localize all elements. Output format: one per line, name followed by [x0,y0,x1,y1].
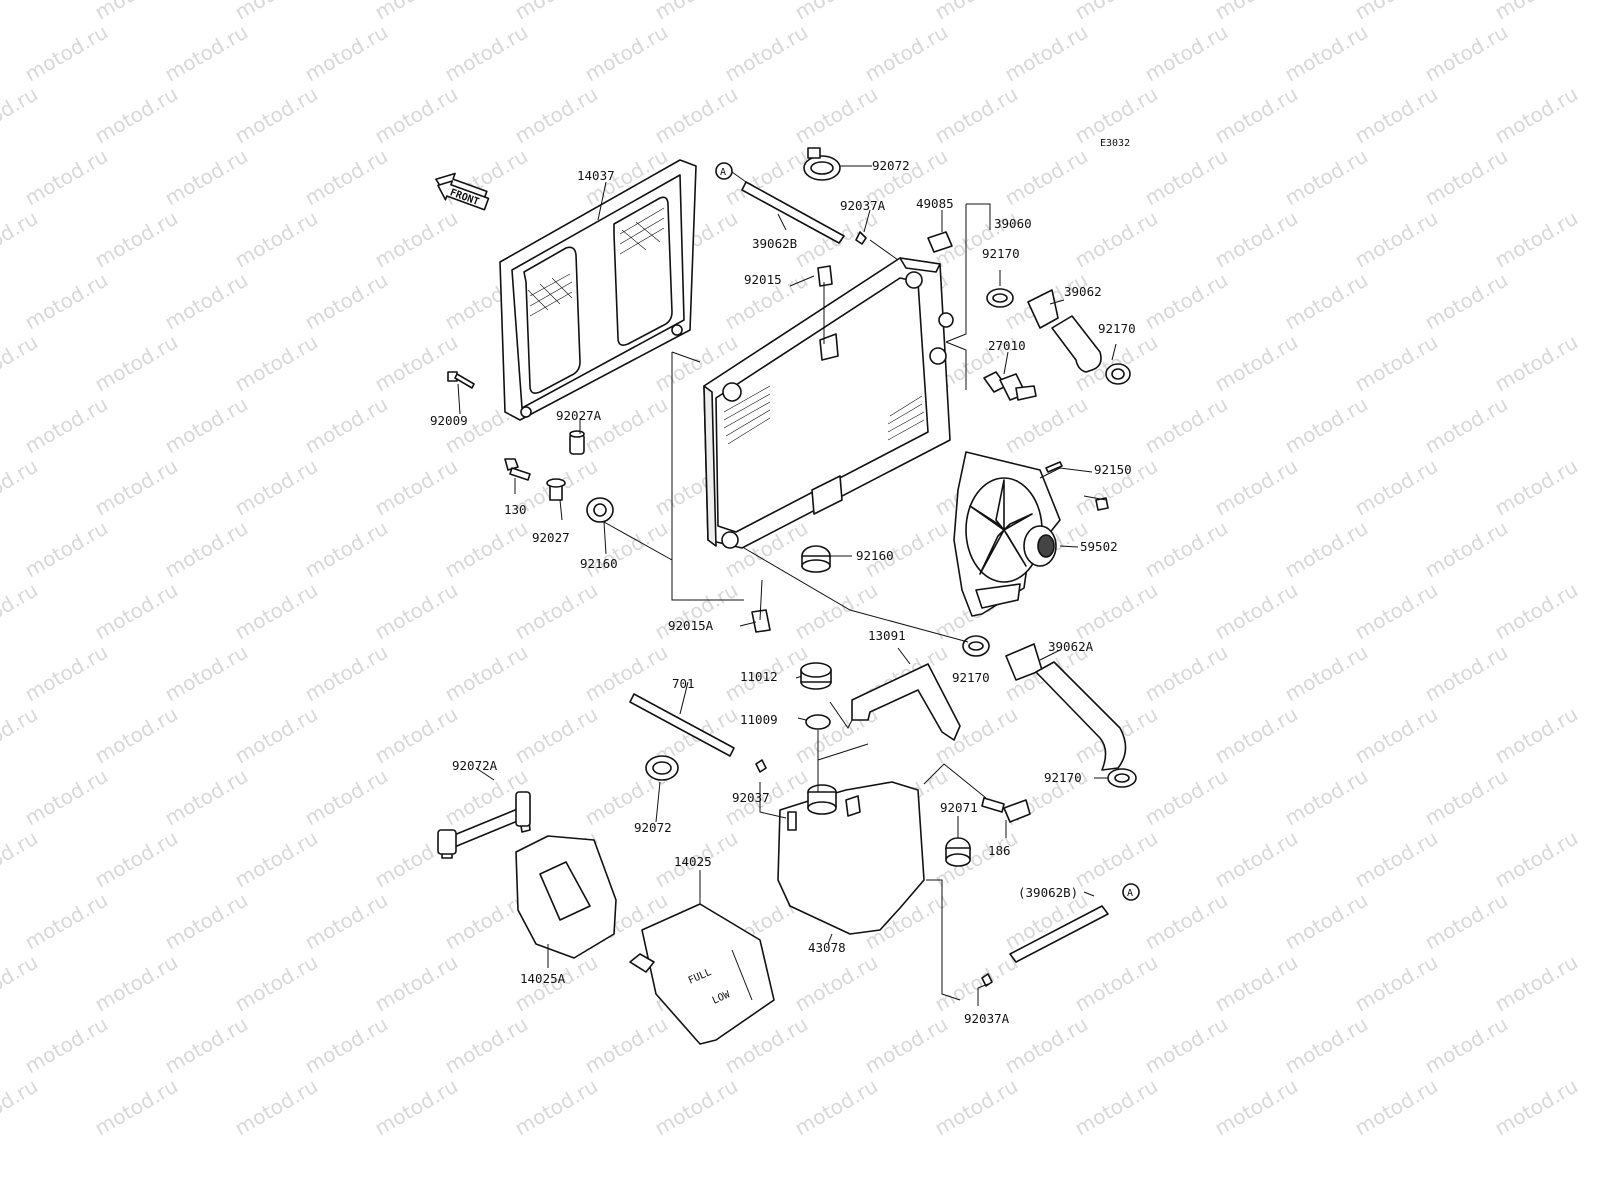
screw-92150 [1045,461,1109,511]
reserve-tank [777,781,925,935]
label-13091: 13091 [868,628,906,643]
label-92150: 92150 [1094,462,1132,477]
label-130: 130 [504,502,527,517]
label-186: 186 [988,843,1011,858]
label-92072-top: 92072 [872,158,910,173]
label-27010: 27010 [988,338,1026,353]
clamp-92072-top [803,147,841,181]
label-49085: 49085 [916,196,954,211]
grommet-92160-left [586,497,614,523]
label-39062a: 39062A [1048,639,1094,654]
bolt-92009 [447,371,475,389]
label-11009: 11009 [740,712,778,727]
grommet-92071 [945,837,971,867]
clamp-92170-d [1107,768,1137,788]
label-39062b: 39062B [752,236,797,251]
label-92072-bottom: 92072 [634,820,672,835]
bracket-92015 [817,265,833,287]
svg-text:A: A [1127,888,1133,899]
label-92027a: 92027A [556,408,602,423]
ref-marker-bottom: A [1122,883,1140,901]
plate-49085 [927,231,953,253]
grommet-92160-right [801,545,831,573]
bracket-92072a [437,791,531,859]
switch-27010 [983,371,1037,401]
clip-92037a-top [855,231,867,245]
label-11012: 11012 [740,669,778,684]
clamp-92170-b [1105,363,1131,385]
cap-11009 [805,714,831,730]
hose-39062 [1027,289,1102,373]
bolt-186 [981,797,1031,823]
label-59502: 59502 [1080,539,1118,554]
cover-14025: FULL LOW [629,903,775,1045]
cover-14025a [515,835,617,959]
label-14037: 14037 [577,168,615,183]
front-arrow: FRONT [435,172,490,211]
label-701: 701 [672,676,695,691]
clip-92037 [755,759,767,773]
tube-701 [629,693,735,757]
label-39060: 39060 [994,216,1032,231]
label-39062: 39062 [1064,284,1102,299]
label-92009: 92009 [430,413,468,428]
label-14025a: 14025A [520,971,566,986]
label-92015: 92015 [744,272,782,287]
svg-text:A: A [720,167,726,178]
radiator-shroud [499,159,697,421]
hose-39062b [741,181,845,244]
label-92071: 92071 [940,800,978,815]
leader-lines [457,165,1117,1006]
clamp-92170-a [986,288,1014,308]
label-92037: 92037 [732,790,770,805]
label-92015a: 92015A [668,618,714,633]
label-92170-a: 92170 [982,246,1020,261]
part-labels: 14037 92072 39062B 92037A 49085 39060 92… [430,158,1136,1026]
hose-39062a [1005,643,1127,771]
collar-92027 [546,478,566,501]
bracket-13091 [851,663,961,741]
bolt-130 [504,458,531,481]
label-92037a-top: 92037A [840,198,886,213]
cap-11012 [800,662,832,690]
label-92170-d: 92170 [1044,770,1082,785]
clip-92037a-bottom [981,973,993,987]
ref-marker-top: A [715,162,733,180]
label-92072a: 92072A [452,758,498,773]
label-92170-c: 92170 [952,670,990,685]
label-92027: 92027 [532,530,570,545]
label-39062b-paren: (39062B) [1018,885,1078,900]
diagram-code: E3032 [1100,138,1130,149]
hose-39062b-ref [1009,905,1109,963]
label-92160-left: 92160 [580,556,618,571]
radiator-fan [953,451,1061,617]
label-92160-right: 92160 [856,548,894,563]
clamp-92072-bottom [645,755,679,781]
collar-92027a [569,430,585,455]
radiator [703,257,954,549]
label-43078: 43078 [808,940,846,955]
clamp-92170-c [962,635,990,657]
label-92170-b: 92170 [1098,321,1136,336]
bracket-92015a [751,609,771,633]
label-92037a-bottom: 92037A [964,1011,1010,1026]
label-14025: 14025 [674,854,712,869]
